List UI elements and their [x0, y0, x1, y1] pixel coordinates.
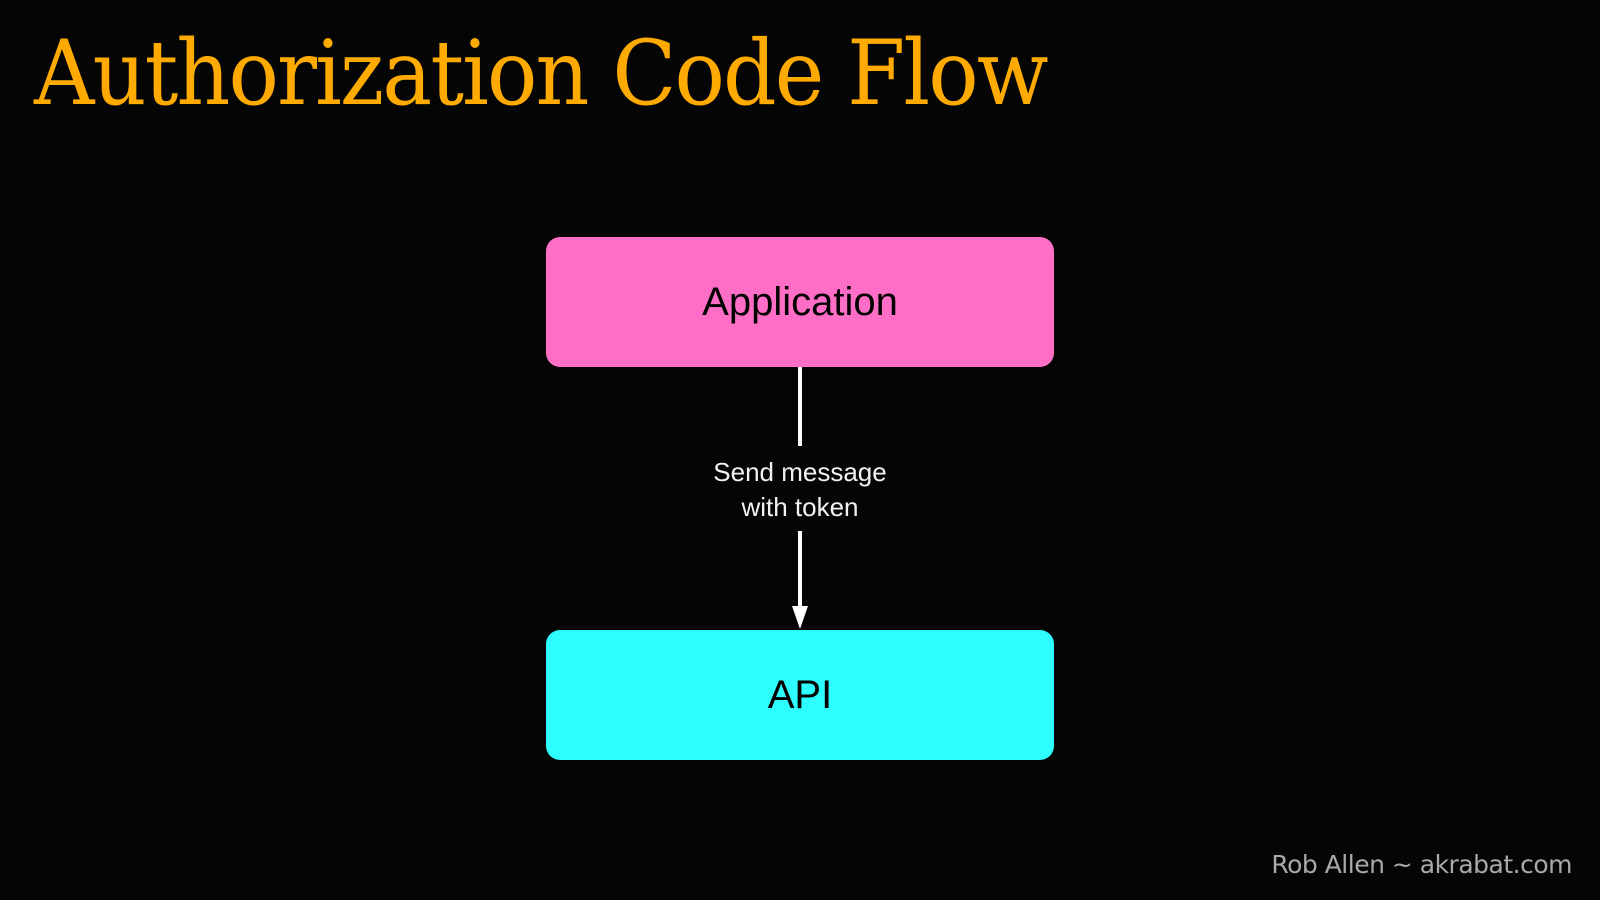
api-node: API	[546, 630, 1054, 760]
footer-credit: Rob Allen ~ akrabat.com	[1271, 850, 1572, 879]
application-node-label: Application	[702, 279, 898, 324]
edge-label-line2: with token	[741, 492, 859, 522]
arrowhead-icon	[792, 606, 808, 629]
api-node-label: API	[767, 672, 833, 717]
slide-title: Authorization Code Flow	[34, 21, 1048, 126]
application-node: Application	[546, 237, 1054, 367]
edge-label-line1: Send message	[713, 457, 887, 487]
edge-label: Send message with token	[600, 455, 1000, 525]
